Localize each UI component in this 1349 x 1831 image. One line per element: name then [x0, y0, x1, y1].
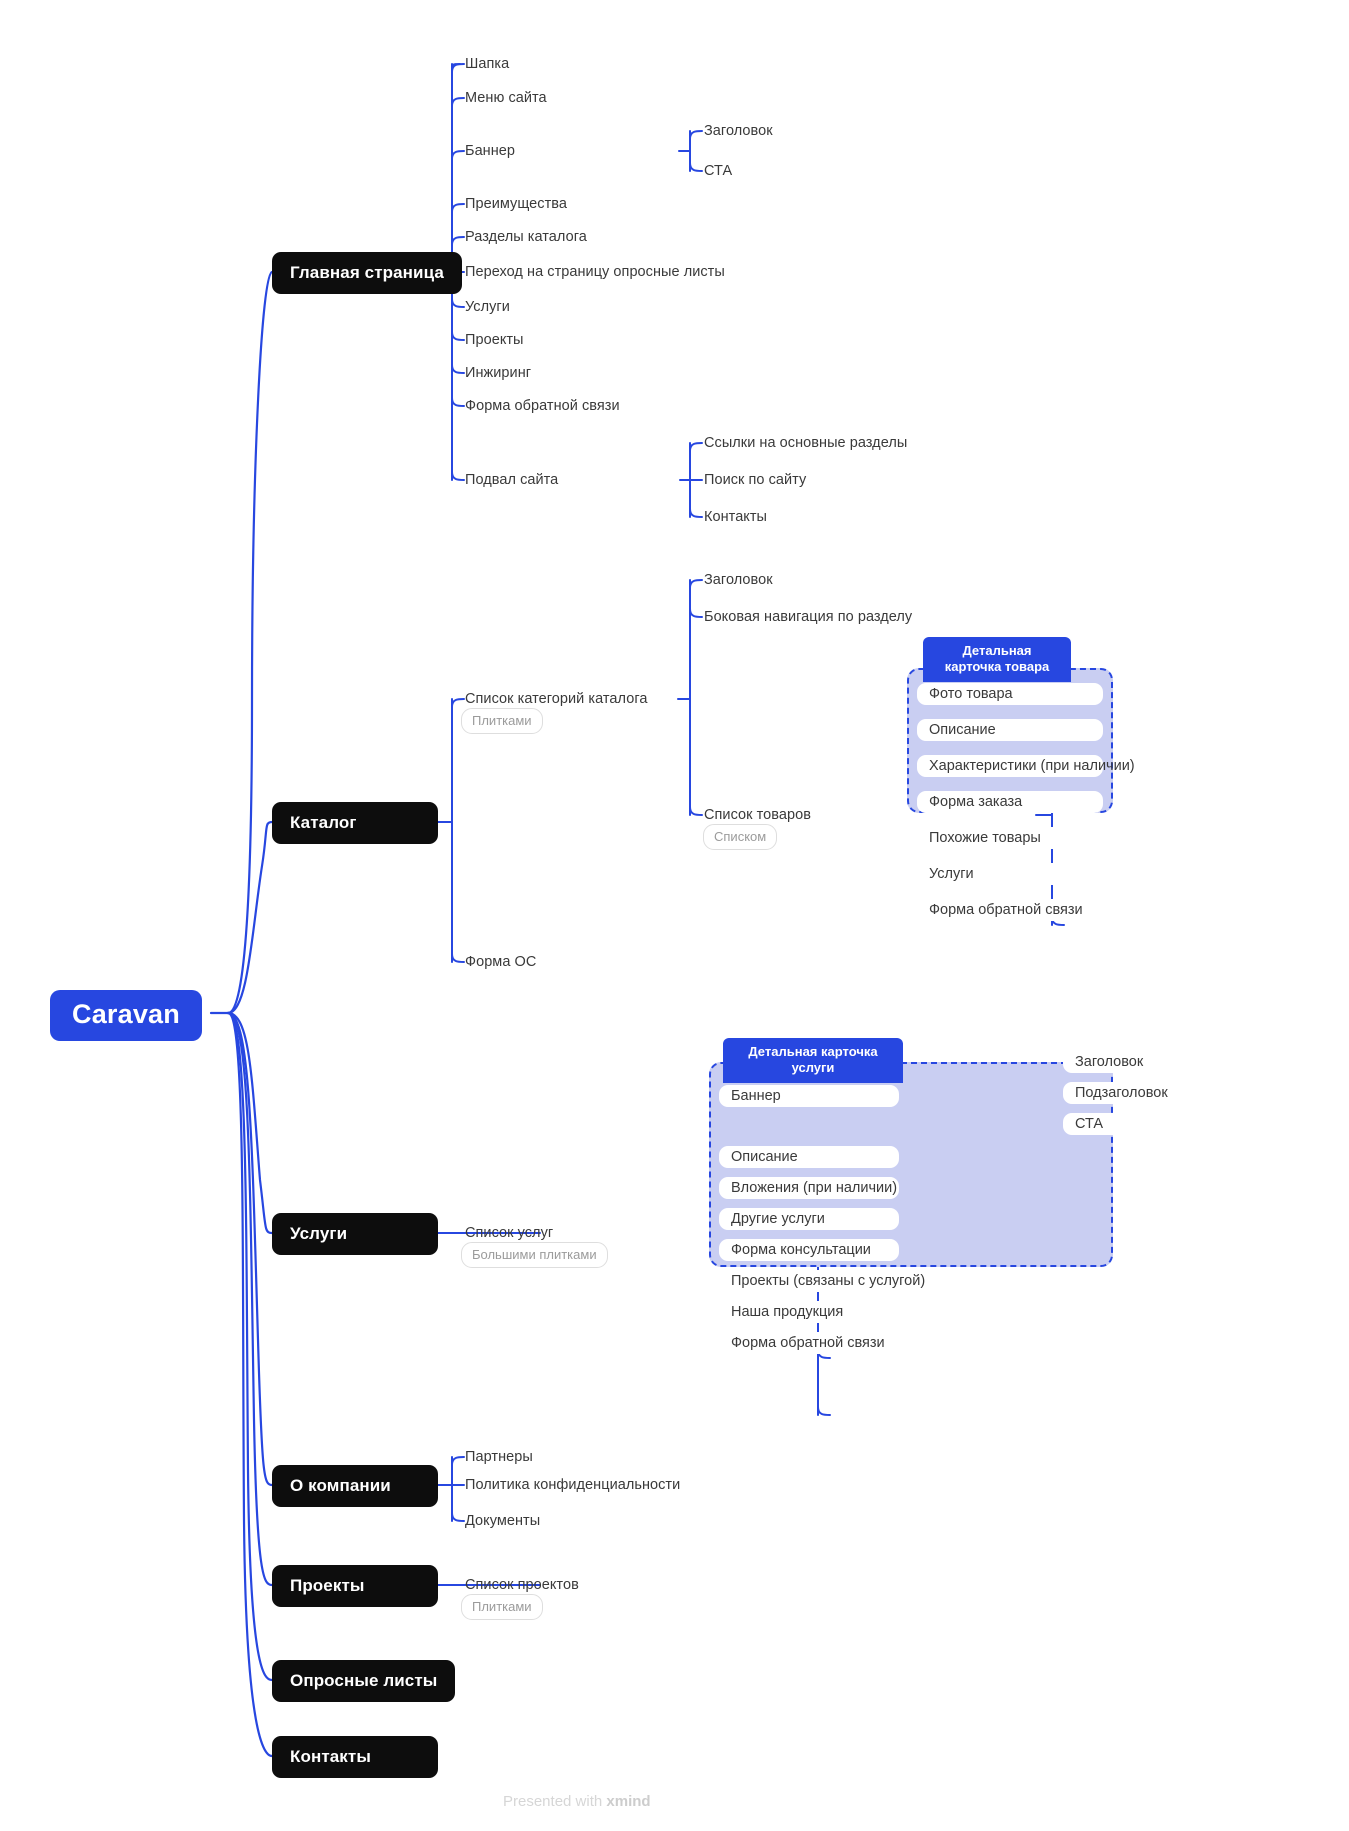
leaf-banner-zagolovok[interactable]: Заголовок	[704, 123, 773, 139]
leaf-spisok-uslug[interactable]: Список услуг	[465, 1225, 554, 1241]
topic-oprosnye-listy[interactable]: Опросные листы	[272, 1660, 456, 1702]
tag-spiskom: Списком	[703, 824, 778, 850]
leaf-inzhiring[interactable]: Инжиринг	[465, 365, 532, 381]
card-pohozhie-tovary[interactable]: Похожие товары	[917, 827, 1103, 849]
leaf-menu-sayta[interactable]: Меню сайта	[465, 90, 547, 106]
leaf-forma-os[interactable]: Форма ОС	[465, 954, 537, 970]
card-usluga-zagolovok[interactable]: Заголовок	[1063, 1051, 1215, 1073]
boundary-title-service-card: Детальная карточка услуги	[723, 1038, 903, 1083]
topic-glavnaya-stranica[interactable]: Главная страница	[272, 252, 462, 294]
xmind-attribution: Presented with xmind	[503, 1794, 651, 1809]
leaf-catalog-zagolovok[interactable]: Заголовок	[704, 572, 773, 588]
attribution-prefix: Presented with	[503, 1793, 607, 1810]
card-usluga-sta[interactable]: СТА	[1063, 1113, 1215, 1135]
leaf-spisok-proektov[interactable]: Список проектов	[465, 1577, 579, 1593]
leaf-banner[interactable]: Баннер	[465, 143, 516, 159]
leaf-shapka[interactable]: Шапка	[465, 56, 510, 72]
card-banner-usluga[interactable]: Баннер	[719, 1085, 899, 1107]
leaf-dokumenty[interactable]: Документы	[465, 1513, 541, 1529]
leaf-poisk-po-saytu[interactable]: Поиск по сайту	[704, 472, 807, 488]
topic-proekty[interactable]: Проекты	[272, 1565, 438, 1607]
card-forma-konsultacii[interactable]: Форма консультации	[719, 1239, 899, 1261]
card-forma-obratnoy-svyazi-usluga[interactable]: Форма обратной связи	[719, 1332, 899, 1354]
leaf-politika-konfidencialnosti[interactable]: Политика конфиденциальности	[465, 1477, 681, 1493]
boundary-title-product-card: Детальная карточка товара	[923, 637, 1071, 682]
leaf-uslugi-home[interactable]: Услуги	[465, 299, 510, 315]
card-proekty-svyazany[interactable]: Проекты (связаны с услугой)	[719, 1270, 925, 1292]
card-usluga-podzagolovok[interactable]: Подзаголовок	[1063, 1082, 1215, 1104]
root-node[interactable]: Caravan	[50, 990, 202, 1041]
card-uslugi-tovar[interactable]: Услуги	[917, 863, 1103, 885]
topic-uslugi[interactable]: Услуги	[272, 1213, 438, 1255]
card-opisanie-usluga[interactable]: Описание	[719, 1146, 899, 1168]
leaf-razdely-kataloga[interactable]: Разделы каталога	[465, 229, 587, 245]
leaf-partnery[interactable]: Партнеры	[465, 1449, 533, 1465]
card-vlozheniya[interactable]: Вложения (при наличии)	[719, 1177, 899, 1199]
leaf-proekty-home[interactable]: Проекты	[465, 332, 524, 348]
topic-o-kompanii[interactable]: О компании	[272, 1465, 438, 1507]
card-opisanie-tovar[interactable]: Описание	[917, 719, 1103, 741]
leaf-banner-sta[interactable]: СТА	[704, 163, 733, 179]
leaf-ssylki-osnovnye-razdely[interactable]: Ссылки на основные разделы	[704, 435, 908, 451]
leaf-preimushchestva[interactable]: Преимущества	[465, 196, 567, 212]
card-nasha-produkciya[interactable]: Наша продукция	[719, 1301, 899, 1323]
card-forma-obratnoy-svyazi-tovar[interactable]: Форма обратной связи	[917, 899, 1103, 921]
leaf-kontakty-footer[interactable]: Контакты	[704, 509, 768, 525]
leaf-spisok-kategoriy-kataloga[interactable]: Список категорий каталога	[465, 691, 648, 707]
card-drugie-uslugi[interactable]: Другие услуги	[719, 1208, 899, 1230]
attribution-brand: xmind	[606, 1793, 651, 1810]
tag-plitkami-projects: Плитками	[461, 1594, 543, 1620]
leaf-podval-sayta[interactable]: Подвал сайта	[465, 472, 559, 488]
topic-katalog[interactable]: Каталог	[272, 802, 438, 844]
leaf-perehod-oprosnye-listy[interactable]: Переход на страницу опросные листы	[465, 264, 725, 280]
leaf-forma-obratnoy-svyazi-home[interactable]: Форма обратной связи	[465, 398, 620, 414]
tag-plitkami-catalog: Плитками	[461, 708, 543, 734]
card-harakteristiki[interactable]: Характеристики (при наличии)	[917, 755, 1135, 777]
card-forma-zakaza[interactable]: Форма заказа	[917, 791, 1103, 813]
leaf-spisok-tovarov[interactable]: Список товаров	[704, 807, 811, 823]
topic-kontakty[interactable]: Контакты	[272, 1736, 438, 1778]
tag-bolshimi-plitkami: Большими плитками	[461, 1242, 608, 1268]
leaf-bokovaya-navigaciya[interactable]: Боковая навигация по разделу	[704, 609, 913, 625]
card-foto-tovara[interactable]: Фото товара	[917, 683, 1103, 705]
